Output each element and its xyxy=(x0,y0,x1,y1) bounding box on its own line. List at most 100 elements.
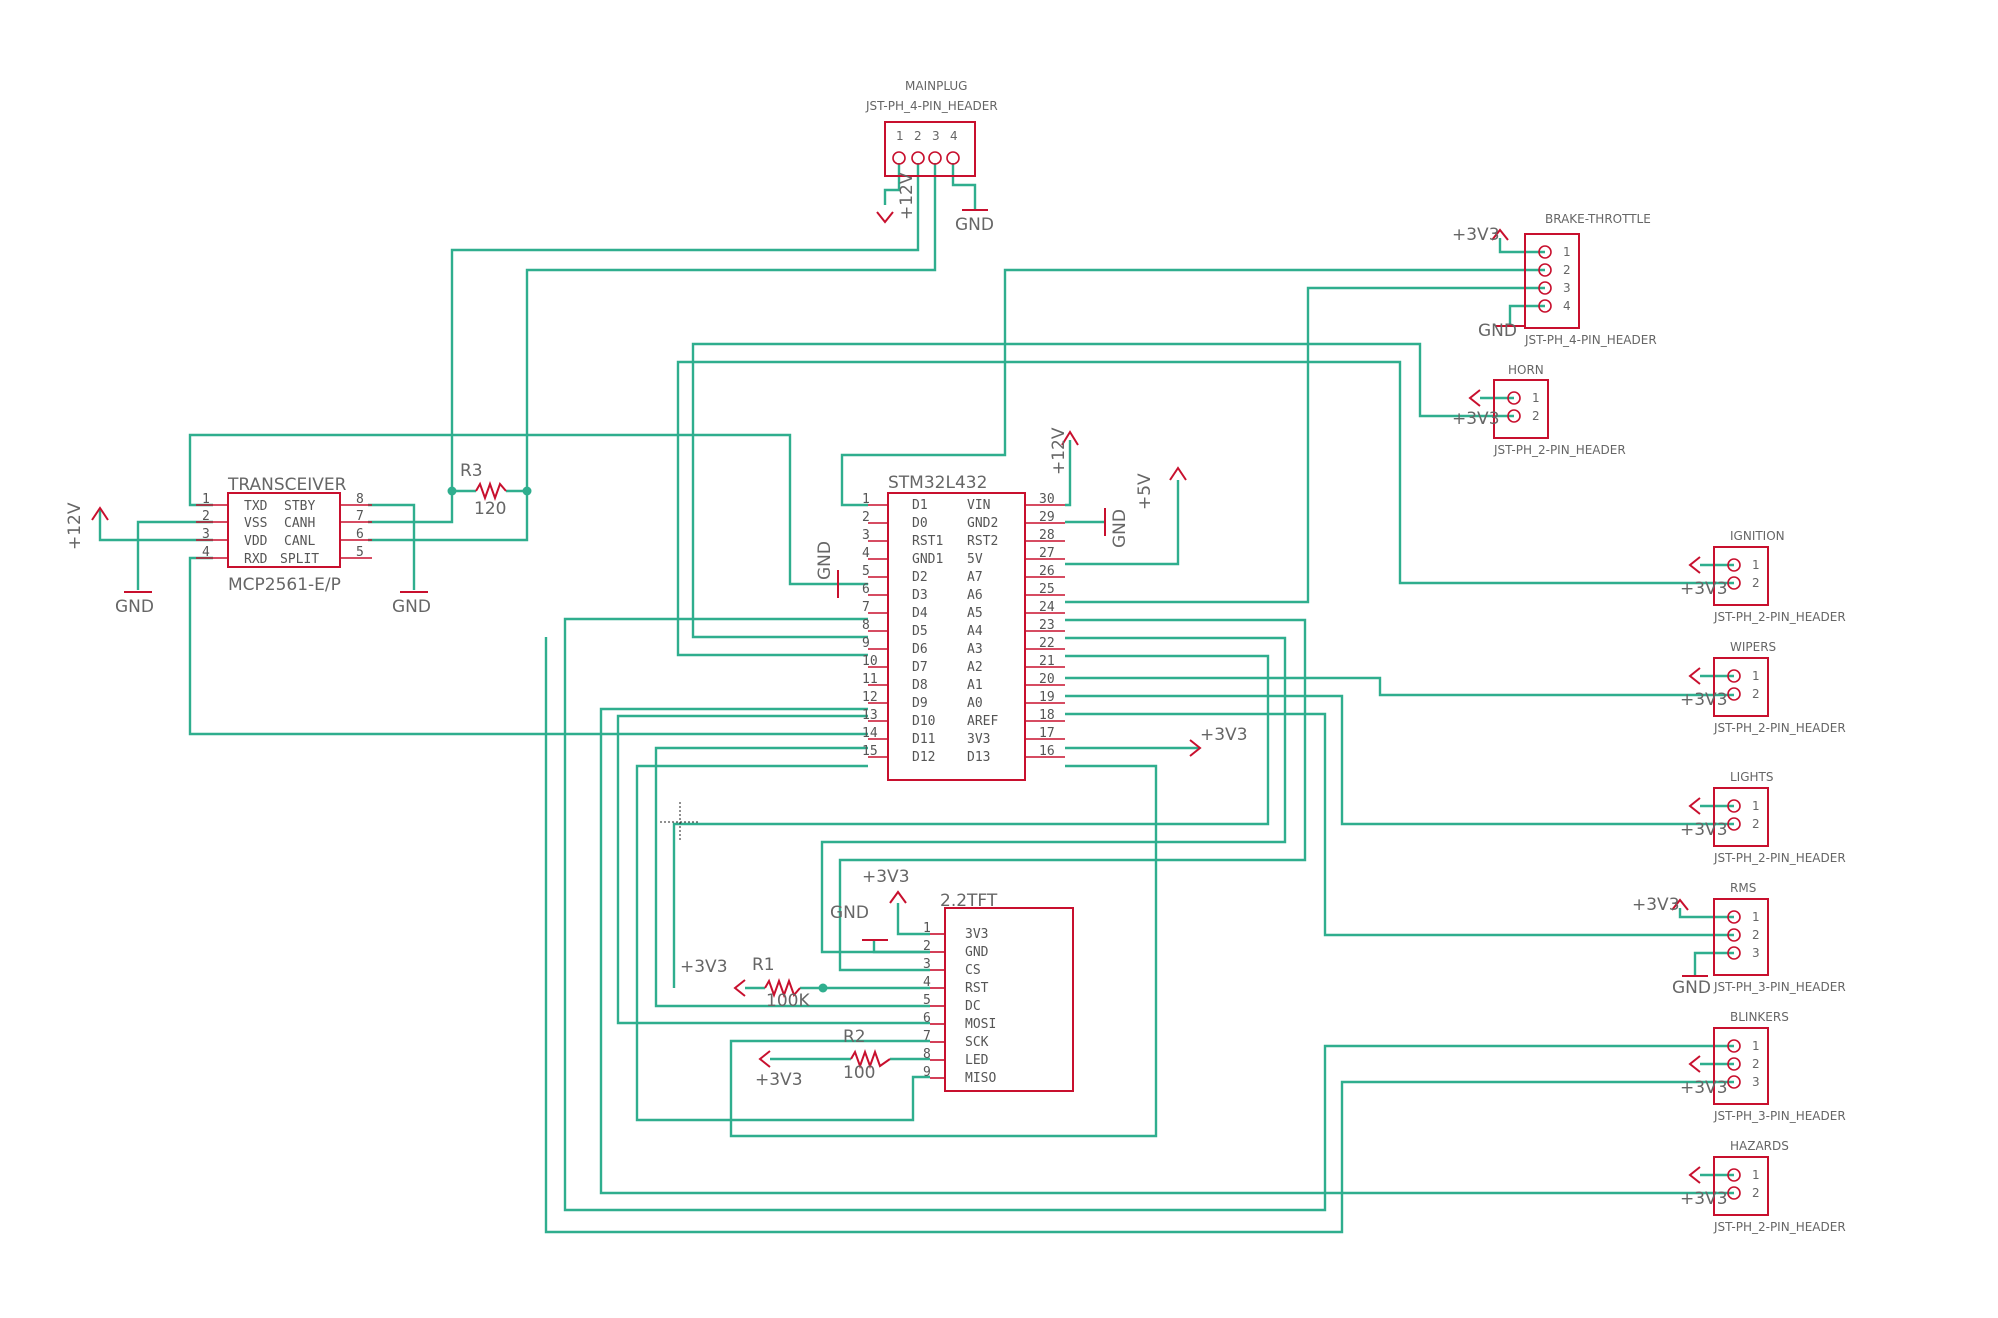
mcu-pin-label: GND1 xyxy=(912,552,943,567)
transceiver-chip[interactable]: TRANSCEIVER 1 2 3 4 TXD VSS VDD RXD 8 7 … xyxy=(196,475,372,595)
svg-text:100: 100 xyxy=(843,1063,875,1083)
mainplug-connector[interactable]: MAINPLUG JST-PH_4-PIN_HEADER 1 2 3 4 xyxy=(865,79,998,177)
svg-text:+3V3: +3V3 xyxy=(1680,1078,1728,1098)
gnd-symbol: GND xyxy=(815,541,839,598)
power-symbol-3v3: +3V3 xyxy=(1680,556,1728,599)
junction-dot xyxy=(522,486,532,496)
mcu-pin-num: 8 xyxy=(862,618,870,633)
mcu-pin-num: 1 xyxy=(862,492,870,507)
svg-text:4: 4 xyxy=(202,545,210,560)
mcu-pin-label: D3 xyxy=(912,588,928,603)
mcu-pin-num: 26 xyxy=(1039,564,1055,579)
svg-text:+5V: +5V xyxy=(1135,473,1155,510)
gnd-symbol: GND xyxy=(392,591,431,617)
mcu-pin-label: GND2 xyxy=(967,516,998,531)
mainplug-value: JST-PH_4-PIN_HEADER xyxy=(865,99,998,113)
transceiver-name: TRANSCEIVER xyxy=(227,475,347,495)
mcu-pin-num: 11 xyxy=(862,672,878,687)
mcu-pin-label: D12 xyxy=(912,750,935,765)
svg-text:GND: GND xyxy=(815,541,835,580)
header-pin-label: 2 xyxy=(1752,928,1760,942)
svg-text:1: 1 xyxy=(202,492,210,507)
gnd-symbol: GND xyxy=(1104,508,1130,548)
mcu-pin-label: A5 xyxy=(967,606,983,621)
mcu-pin-label: A4 xyxy=(967,624,983,639)
svg-text:8: 8 xyxy=(356,492,364,507)
svg-text:R2: R2 xyxy=(843,1027,866,1047)
svg-text:R1: R1 xyxy=(752,955,775,975)
resistor-r2[interactable]: R2 100 xyxy=(843,1027,891,1083)
resistor-r3[interactable]: R3 120 xyxy=(460,461,507,519)
mcu-pin-label: A6 xyxy=(967,588,983,603)
svg-text:STBY: STBY xyxy=(284,499,315,514)
tft-pin-label: MISO xyxy=(965,1071,996,1086)
svg-text:VSS: VSS xyxy=(244,516,267,531)
header-pin-label: 2 xyxy=(1752,817,1760,831)
mcu-pin-num: 21 xyxy=(1039,654,1055,669)
svg-text:+12V: +12V xyxy=(65,502,85,550)
mcu-pin-label: D2 xyxy=(912,570,928,585)
tft-pin-num: 1 xyxy=(923,921,931,936)
svg-text:CANH: CANH xyxy=(284,516,315,531)
svg-text:7: 7 xyxy=(356,509,364,524)
power-symbol-3v3: +3V3 xyxy=(862,867,910,904)
svg-text:+3V3: +3V3 xyxy=(1680,579,1728,599)
crosshair-cursor-icon xyxy=(660,802,700,842)
header-value: JST-PH_3-PIN_HEADER xyxy=(1713,1109,1846,1123)
mcu-pin-num: 9 xyxy=(862,636,870,651)
tft-pin-label: CS xyxy=(965,963,981,978)
header-pin-label: 1 xyxy=(1752,910,1760,924)
header-name: HAZARDS xyxy=(1730,1139,1789,1153)
mcu-pin-num: 3 xyxy=(862,528,870,543)
tft-pin-num: 9 xyxy=(923,1065,931,1080)
tft-pin-num: 8 xyxy=(923,1047,931,1062)
mcu-pin-num: 23 xyxy=(1039,618,1055,633)
svg-text:+3V3: +3V3 xyxy=(1680,1189,1728,1209)
tft-pin-label: GND xyxy=(965,945,989,960)
header-pin-label: 1 xyxy=(1752,1168,1760,1182)
tft-pin-label: RST xyxy=(965,981,989,996)
tft-pin-label: 3V3 xyxy=(965,927,988,942)
svg-text:GND: GND xyxy=(115,597,154,617)
svg-text:GND: GND xyxy=(1110,509,1130,548)
resistor-r1[interactable]: R1 100K xyxy=(752,955,810,1011)
svg-text:3: 3 xyxy=(202,527,210,542)
tft-pin-num: 5 xyxy=(923,993,931,1008)
mcu-pin-label: A2 xyxy=(967,660,983,675)
power-symbol-3v3: +3V3 xyxy=(1680,1166,1728,1209)
tft-pin-num: 4 xyxy=(923,975,931,990)
header-pin-label: 2 xyxy=(1752,687,1760,701)
svg-text:GND: GND xyxy=(1478,321,1517,341)
svg-text:+3V3: +3V3 xyxy=(1632,895,1680,915)
header-pin-label: 3 xyxy=(1563,281,1571,295)
mcu-pin-num: 16 xyxy=(1039,744,1055,759)
mcu-pin-num: 12 xyxy=(862,690,878,705)
mcu-pin-num: 24 xyxy=(1039,600,1055,615)
header-pin-label: 3 xyxy=(1752,946,1760,960)
mcu-pin-label: RST1 xyxy=(912,534,943,549)
power-symbol-3v3: +3V3 xyxy=(1452,389,1500,429)
svg-text:TXD: TXD xyxy=(244,499,268,514)
svg-text:GND: GND xyxy=(1672,978,1711,998)
mcu-pin-num: 15 xyxy=(862,744,878,759)
mcu-pin-num: 20 xyxy=(1039,672,1055,687)
mcu-pin-label: A7 xyxy=(967,570,983,585)
mcu-pin-label: D13 xyxy=(967,750,990,765)
header-value: JST-PH_3-PIN_HEADER xyxy=(1713,980,1846,994)
mcu-pin-label: D11 xyxy=(912,732,935,747)
svg-text:+3V3: +3V3 xyxy=(1680,690,1728,710)
svg-text:5: 5 xyxy=(356,545,364,560)
svg-text:VDD: VDD xyxy=(244,534,268,549)
svg-text:+3V3: +3V3 xyxy=(1452,409,1500,429)
